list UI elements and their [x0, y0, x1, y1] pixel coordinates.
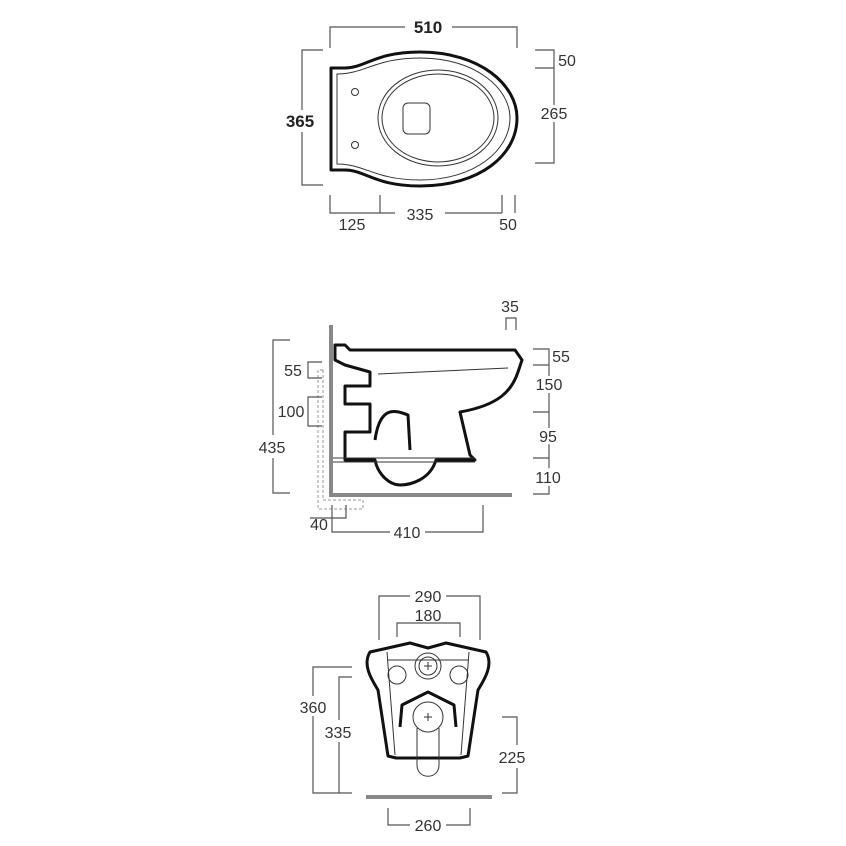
front-view: 290 180 360 335 225 260: [300, 589, 526, 835]
fixing-hole: [351, 88, 359, 96]
fixing-circle-left: [387, 665, 407, 685]
outlet-square: [402, 102, 431, 135]
bowl-outline-top: [329, 50, 519, 188]
seat-opening: [377, 69, 499, 167]
front-inner-lines: [386, 651, 470, 756]
dim-label-150: 150: [536, 377, 563, 394]
dim-label-95: 95: [539, 429, 557, 446]
center-cross: [424, 662, 432, 670]
dim-label-335: 335: [407, 207, 434, 224]
dim-label-410: 410: [394, 525, 421, 542]
dim-bottom: [329, 195, 516, 214]
outlet-circle: [412, 701, 444, 733]
dim-label-35: 35: [501, 299, 519, 316]
fixing-circle-right: [449, 665, 469, 685]
dim-510: [329, 26, 518, 48]
outlet-pipe: [416, 728, 440, 777]
wall-and-floor: [329, 325, 512, 497]
dim-label-125: 125: [339, 217, 366, 234]
trap: [373, 409, 412, 451]
dim-label-225: 225: [499, 750, 526, 767]
dim-right: [535, 49, 555, 164]
dim-label-510: 510: [414, 18, 442, 37]
base-line: [333, 457, 475, 463]
dim-label-180: 180: [415, 608, 442, 625]
dim-label-100: 100: [278, 404, 305, 421]
dim-label-40: 40: [310, 517, 328, 534]
dim-410: [331, 505, 484, 533]
inlet-inner: [418, 656, 438, 676]
fixing-hole: [351, 141, 359, 149]
dim-35: [505, 317, 517, 330]
dim-label-50: 50: [558, 53, 576, 70]
dim-label-335-front: 335: [325, 725, 352, 742]
dim-label-265: 265: [541, 106, 568, 123]
side-view: 35 55 150 95 110 435 55 100 40 410: [259, 299, 570, 542]
dim-260: [387, 808, 471, 826]
top-view: 510 365 50 265 125 335 50: [286, 18, 576, 234]
dim-label-55: 55: [552, 349, 570, 366]
dim-left-side: [307, 361, 322, 427]
dim-40: [310, 505, 347, 519]
dim-180: [396, 622, 461, 637]
rim-line: [336, 57, 511, 181]
outlet-cross: [424, 713, 432, 721]
dim-label-110: 110: [535, 470, 561, 487]
dim-label-290: 290: [415, 589, 442, 606]
dim-right-side: [533, 348, 550, 495]
dim-label-365: 365: [286, 112, 314, 131]
dim-label-435: 435: [259, 440, 286, 457]
inlet-circle: [414, 652, 442, 680]
dim-label-55-left: 55: [284, 363, 302, 380]
seat-line: [377, 367, 509, 375]
dim-225: [502, 716, 518, 794]
dim-label-360: 360: [300, 700, 327, 717]
seat-inner: [381, 73, 495, 163]
outlet-hood: [398, 690, 458, 728]
dim-label-50b: 50: [499, 217, 517, 234]
bowl-outline-side: [333, 343, 524, 487]
carrier-frame-dashed: [317, 369, 364, 510]
dim-335: [338, 676, 352, 793]
dim-365: [301, 49, 323, 186]
dim-label-260: 260: [415, 818, 442, 835]
dim-435: [272, 339, 290, 494]
dim-290: [378, 595, 481, 640]
